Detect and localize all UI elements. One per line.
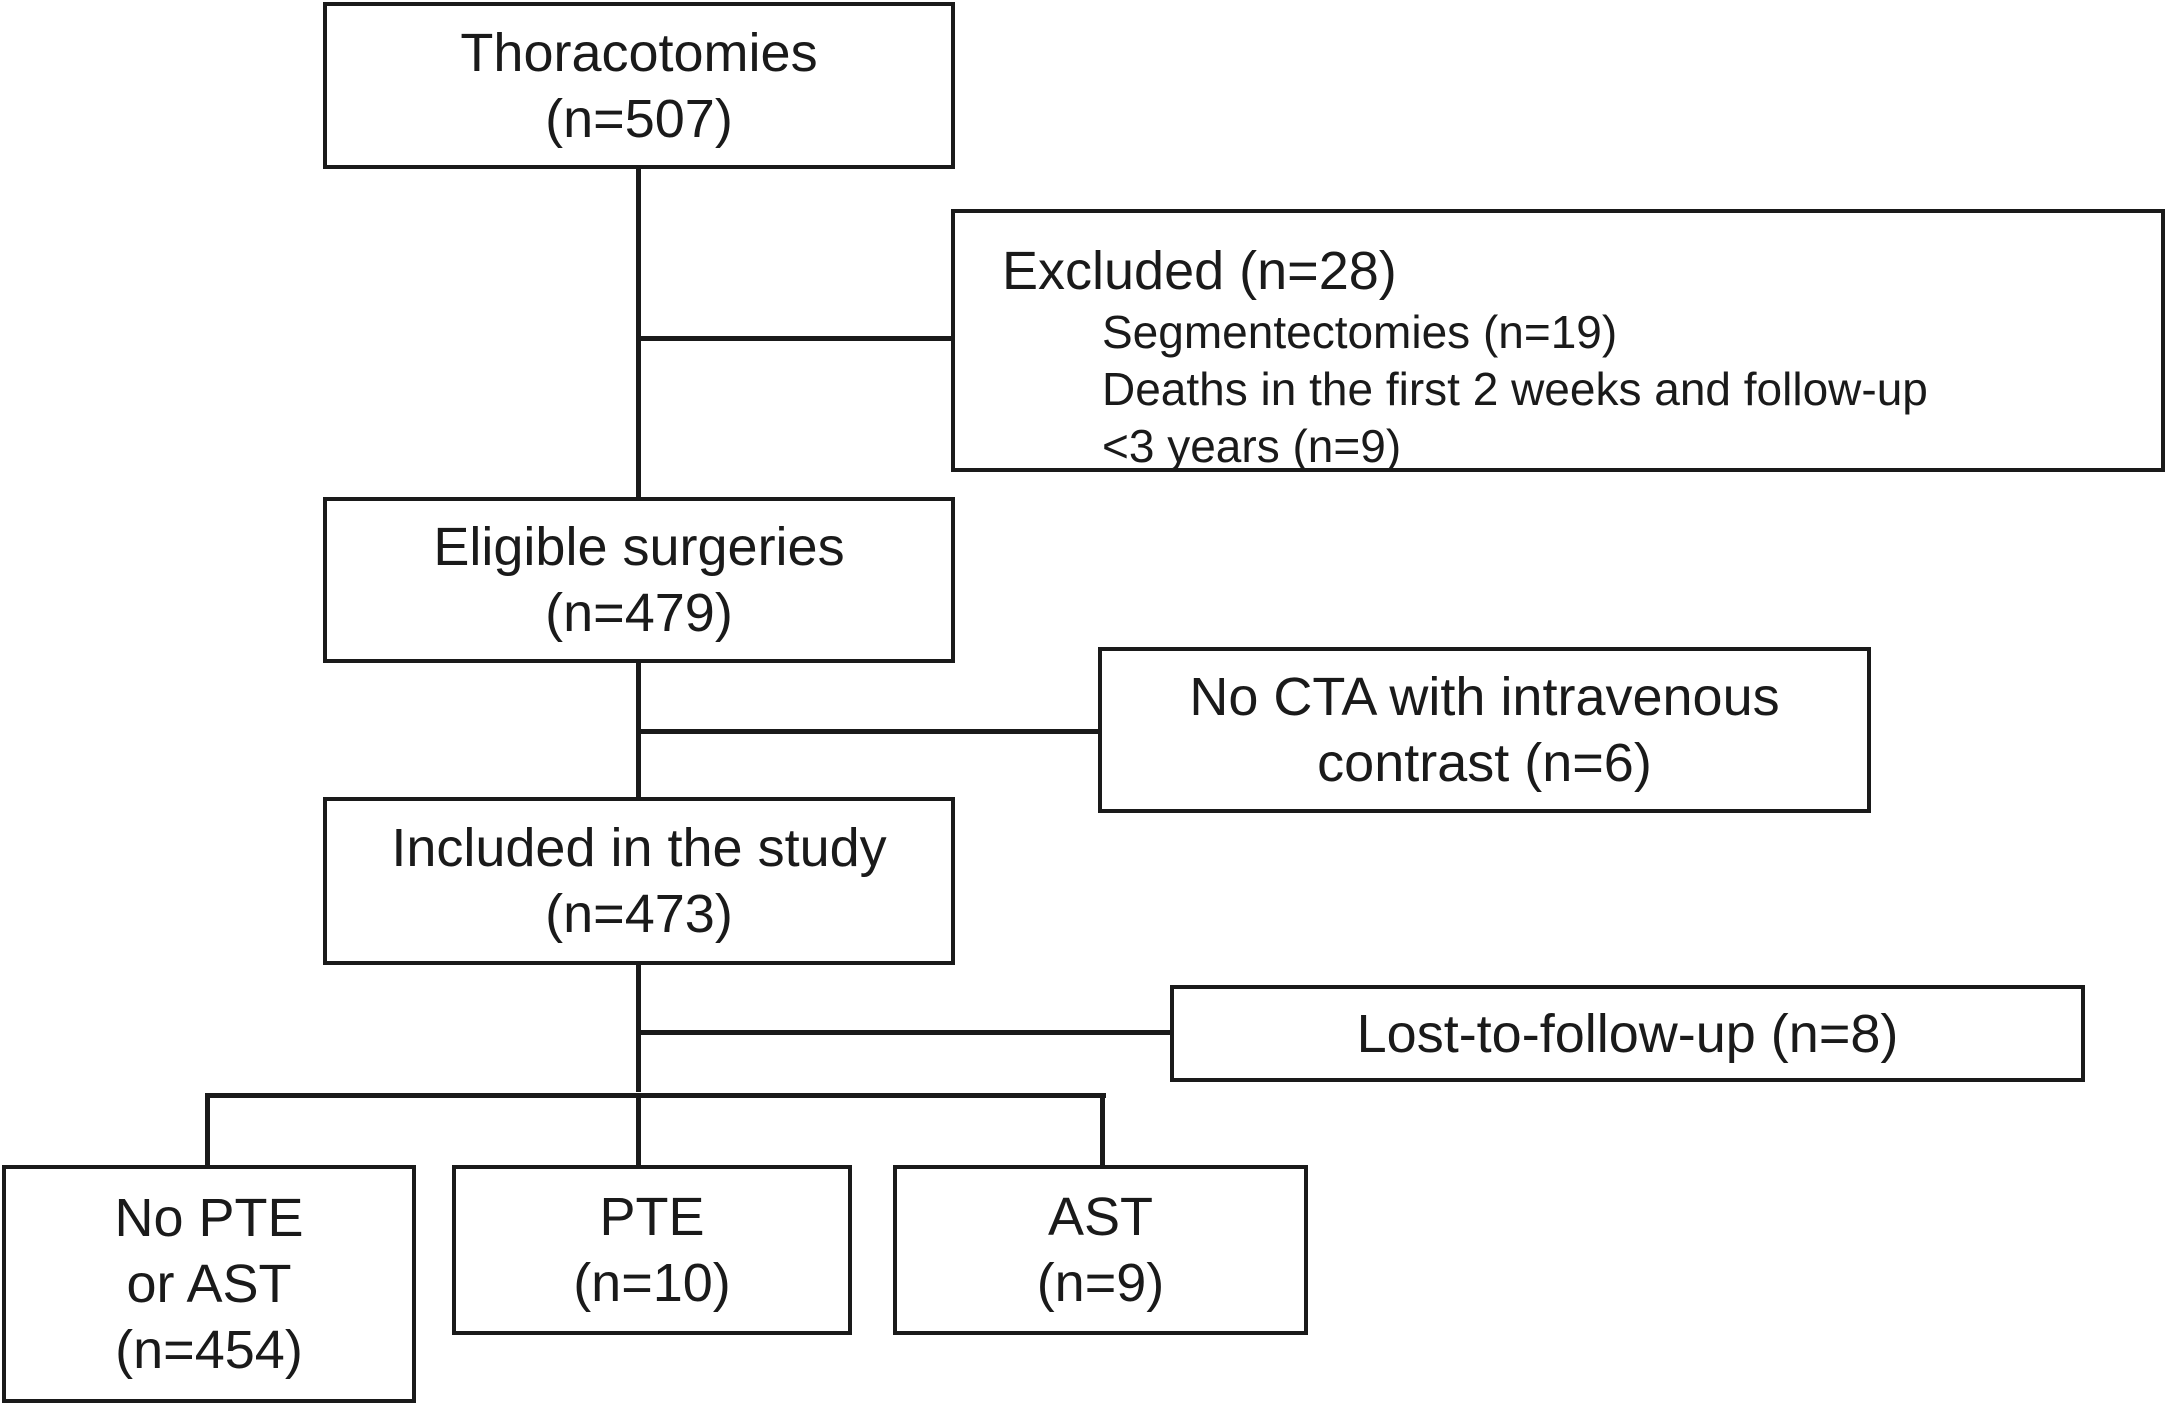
included-count: (n=473) — [545, 884, 733, 944]
no-pte-ast-box: No PTE or AST (n=454) — [2, 1165, 416, 1403]
connector-main-bottom — [636, 962, 641, 1092]
connector-branch-pte — [636, 1093, 641, 1168]
excluded-box: Excluded (n=28) Segmentectomies (n=19) D… — [951, 209, 2165, 472]
connector-to-lost — [636, 1030, 1173, 1035]
excluded-title: Excluded (n=28) — [1002, 241, 1397, 301]
no-pte-ast-line2: or AST — [126, 1254, 292, 1314]
ast-box: AST (n=9) — [893, 1165, 1308, 1335]
excluded-reason: Deaths in the first 2 weeks and follow-u… — [1102, 363, 1928, 415]
lost-box: Lost-to-follow-up (n=8) — [1170, 985, 2085, 1082]
ast-count: (n=9) — [1036, 1253, 1165, 1313]
excluded-reason: Segmentectomies (n=19) — [1102, 306, 1618, 358]
thoracotomies-count: (n=507) — [545, 88, 733, 149]
connector-to-no-cta — [636, 729, 1101, 734]
connector-main-top — [636, 166, 641, 500]
excluded-reason: <3 years (n=9) — [1102, 420, 1402, 472]
connector-branch-no-pte — [205, 1093, 210, 1168]
connector-to-excluded — [636, 336, 954, 341]
eligible-count: (n=479) — [545, 583, 733, 643]
thoracotomies-box: Thoracotomies (n=507) — [323, 2, 955, 169]
thoracotomies-title: Thoracotomies — [460, 22, 818, 83]
connector-branch-ast — [1100, 1093, 1105, 1168]
connector-branch-bar — [205, 1093, 1106, 1098]
no-cta-line2: contrast (n=6) — [1317, 733, 1652, 793]
eligible-box: Eligible surgeries (n=479) — [323, 497, 955, 663]
pte-box: PTE (n=10) — [452, 1165, 852, 1335]
included-title: Included in the study — [391, 818, 887, 878]
ast-title: AST — [1047, 1187, 1154, 1247]
eligible-title: Eligible surgeries — [433, 517, 845, 577]
no-pte-ast-count: (n=454) — [115, 1320, 303, 1380]
pte-count: (n=10) — [573, 1253, 731, 1313]
no-cta-line1: No CTA with intravenous — [1189, 667, 1780, 727]
lost-title: Lost-to-follow-up (n=8) — [1356, 1003, 1899, 1064]
pte-title: PTE — [599, 1187, 705, 1247]
included-box: Included in the study (n=473) — [323, 797, 955, 965]
no-pte-ast-line1: No PTE — [114, 1188, 304, 1248]
no-cta-box: No CTA with intravenous contrast (n=6) — [1098, 647, 1871, 813]
